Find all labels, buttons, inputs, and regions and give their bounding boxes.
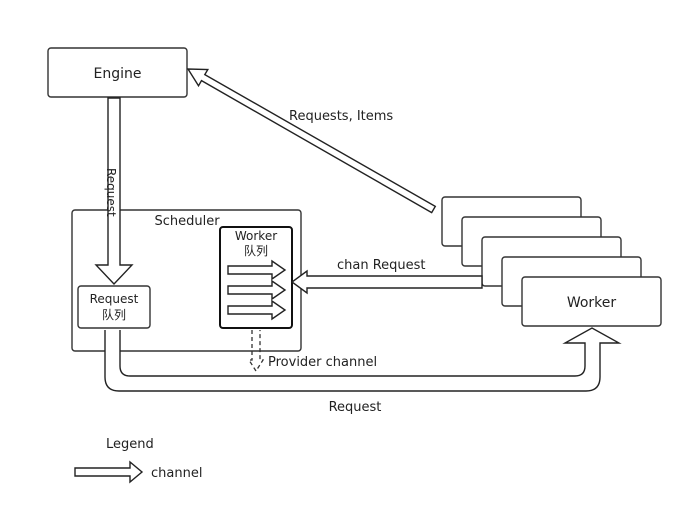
- workers-to-engine-arrow: Requests, Items: [186, 68, 437, 214]
- workers-to-scheduler-arrow: chan Request: [290, 258, 483, 295]
- request-queue-label-line2: 队列: [102, 307, 126, 322]
- request-queue-node: Request 队列: [77, 285, 151, 329]
- legend-channel-arrow: [74, 460, 144, 484]
- engine-label: Engine: [94, 66, 142, 82]
- scheduler-to-worker-label: Request: [329, 400, 382, 415]
- scheduler-label: Scheduler: [154, 214, 220, 229]
- provider-channel-arrow: Provider channel: [247, 330, 377, 373]
- workers-to-scheduler-label: chan Request: [337, 258, 426, 273]
- worker-queue-item-arrow: [227, 279, 287, 301]
- worker-queue-label-line1: Worker: [235, 229, 277, 243]
- scheduler-to-worker-arrow: Request: [104, 327, 622, 415]
- worker-stack: Worker: [441, 196, 662, 327]
- legend: Legend channel: [74, 437, 202, 484]
- worker-queue-item-arrow: [227, 299, 287, 321]
- worker-label: Worker: [567, 295, 617, 311]
- worker-node-front: [521, 276, 662, 327]
- worker-queue-node: Worker 队列: [219, 226, 293, 329]
- request-queue-label-line1: Request: [90, 292, 139, 306]
- legend-channel-label: channel: [151, 466, 202, 481]
- worker-queue-item-arrow: [227, 259, 287, 281]
- workers-to-engine-label: Requests, Items: [289, 109, 393, 124]
- engine-node: Engine: [47, 47, 188, 98]
- engine-to-request-queue-arrow: Request: [94, 97, 134, 286]
- worker-queue-label-line2: 队列: [244, 243, 268, 258]
- provider-channel-label: Provider channel: [268, 355, 377, 370]
- engine-to-scheduler-label: Request: [104, 168, 118, 217]
- legend-title: Legend: [106, 437, 154, 452]
